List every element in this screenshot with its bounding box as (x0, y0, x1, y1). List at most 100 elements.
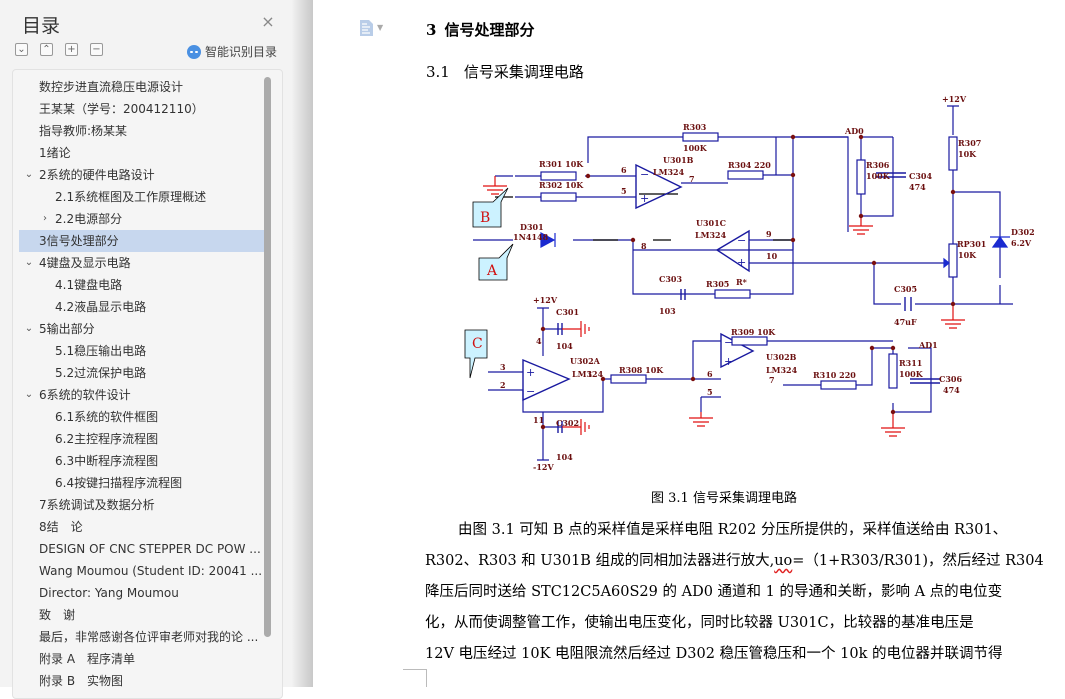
callout-c: C (464, 329, 488, 379)
toc-item[interactable]: 数控步进直流稳压电源设计 (19, 76, 265, 98)
callout-label-a: A (486, 263, 498, 279)
label-r311-value: 100K (899, 369, 924, 379)
pin-8: 8 (641, 241, 647, 251)
chevron-down-icon[interactable]: ⌄ (24, 389, 34, 400)
resistor-r306 (856, 159, 866, 195)
toc-item-label: 2.2电源部分 (55, 212, 123, 226)
resistor-r303 (682, 132, 719, 142)
toc-item[interactable]: ⌄2系统的硬件电路设计 (19, 164, 265, 186)
ground-c301 (562, 321, 590, 337)
toc-item-label: 6.3中断程序流程图 (55, 454, 159, 468)
body-line: R302、R303 和 U301B 组成的同相加法器进行放大,uo=（1+R30… (425, 546, 1065, 577)
body-text-run: 12V 电压经过 10K 电阻限流然后经过 D302 稳压管稳压和一个 10k … (425, 646, 1003, 662)
body-line: 化，从而使调整管工作，使输出电压变化，同时比较器 U301C，比较器的基准电压是 (425, 608, 1065, 639)
toc-item[interactable]: › 2.2电源部分 (19, 208, 265, 230)
opamp-u301b (635, 163, 683, 210)
capacitor-c303 (680, 289, 686, 300)
toc-item-label: 最后，非常感谢各位评审老师对我的论 ... (39, 630, 259, 644)
toc-item[interactable]: Director: Yang Moumou (19, 582, 265, 604)
toc-item[interactable]: DESIGN OF CNC STEPPER DC POW ... (19, 538, 265, 560)
toc-item[interactable]: 王某某（学号：200412110） (19, 98, 265, 120)
toc-item-label: Wang Moumou (Student ID: 20041 ... (39, 564, 263, 578)
junctions (540, 134, 956, 430)
toc-item[interactable]: 7系统调试及数据分析 (19, 494, 265, 516)
toc-item-label: 王某某（学号：200412110） (39, 102, 204, 116)
chevron-right-icon[interactable]: › (43, 213, 47, 224)
pin-3: 3 (500, 362, 506, 372)
toc-item[interactable]: 5.2过流保护电路 (19, 362, 265, 384)
toc-item-label: 指导教师:杨某某 (39, 124, 128, 138)
toc-item-label: 4.2液晶显示电路 (55, 300, 147, 314)
chevron-down-icon[interactable]: ▼ (377, 23, 384, 32)
label-c302-value: 104 (556, 452, 573, 462)
svg-text:−: − (724, 336, 733, 349)
toc-item[interactable]: 1绪论 (19, 142, 265, 164)
toc-item[interactable]: 2.1系统框图及工作原理概述 (19, 186, 265, 208)
toc-item[interactable]: 5.1稳压输出电路 (19, 340, 265, 362)
heading-1-number: 3 (426, 21, 437, 39)
label-d301-value: 1N4148 (513, 232, 549, 242)
collapse-all-button[interactable]: − (90, 43, 103, 56)
toc-item[interactable]: 6.4按键扫描程序流程图 (19, 472, 265, 494)
smart-toc-button[interactable]: 智能识别目录 (187, 43, 277, 60)
pin-6b: 6 (707, 369, 713, 379)
body-text-run: 降压后同时送给 STC12C5A60S29 的 AD0 通道和 1 的导通和关断… (425, 584, 1003, 600)
toc-item[interactable]: 3信号处理部分 (19, 230, 265, 252)
paragraph-layout-icon[interactable] (360, 20, 373, 36)
body-text-run: R302、R303 和 U301B 组成的同相加法器进行放大, (425, 553, 775, 569)
toc-item[interactable]: 指导教师:杨某某 (19, 120, 265, 142)
resistor-r302 (540, 192, 577, 202)
toc-item[interactable]: ⌄4键盘及显示电路 (19, 252, 265, 274)
toc-item-label: 数控步进直流稳压电源设计 (39, 80, 184, 94)
toc-item-label: 5.2过流保护电路 (55, 366, 147, 380)
toc-item[interactable]: 6.1系统的软件框图 (19, 406, 265, 428)
toc-item-label: DESIGN OF CNC STEPPER DC POW ... (39, 542, 261, 556)
diode-d302 (990, 235, 1010, 248)
collapse-up-button[interactable]: ⌃ (40, 43, 53, 56)
expand-all-button[interactable]: + (65, 43, 78, 56)
toc-item[interactable]: 附录 B 实物图 (19, 670, 265, 692)
diode-d301 (540, 231, 556, 249)
label-u302b-part: LM324 (766, 365, 798, 375)
label-r306-value: 100K (866, 171, 891, 181)
page-corner-mark-vertical (426, 669, 427, 687)
toc-item-label: 4.1键盘电路 (55, 278, 123, 292)
svg-text:+: + (737, 256, 746, 269)
toc-item[interactable]: 8结 论 (19, 516, 265, 538)
label-c306: C306 (939, 374, 963, 384)
toc-item[interactable]: 附录 A 程序清单 (19, 648, 265, 670)
smart-toc-label: 智能识别目录 (205, 45, 278, 59)
toc-item[interactable]: 致 谢 (19, 604, 265, 626)
label-r301: R301 10K (539, 159, 584, 169)
toc-item[interactable]: 4.2液晶显示电路 (19, 296, 265, 318)
chevron-down-icon[interactable]: ⌄ (24, 169, 34, 180)
toc-item[interactable]: 6.3中断程序流程图 (19, 450, 265, 472)
ground-3 (941, 304, 965, 329)
resistor-r308 (610, 374, 647, 384)
label-r303: R303 (683, 122, 707, 132)
toc-item[interactable]: 6.2主控程序流程图 (19, 428, 265, 450)
toc-list: 数控步进直流稳压电源设计王某某（学号：200412110） 指导教师:杨某某 1绪论… (19, 76, 265, 692)
label-u301c-part: LM324 (695, 230, 727, 240)
close-icon[interactable]: × (261, 12, 275, 31)
toc-item-label: Director: Yang Moumou (39, 586, 179, 600)
toc-item[interactable]: Wang Moumou (Student ID: 20041 ... (19, 560, 265, 582)
ground-4 (689, 412, 713, 427)
label-ad0: AD0 (844, 126, 864, 136)
toc-item[interactable]: ⌄5输出部分 (19, 318, 265, 340)
body-text-run: =（1+R303/R301)，然后经过 R304 (792, 553, 1044, 569)
toc-scrollbar[interactable] (264, 77, 271, 637)
pin-5b: 5 (707, 387, 713, 397)
opamp-u302a (522, 358, 571, 402)
toc-item[interactable]: 最后，非常感谢各位评审老师对我的论 ... (19, 626, 265, 648)
chevron-down-icon[interactable]: ⌄ (24, 323, 34, 334)
toc-item[interactable]: 4.1键盘电路 (19, 274, 265, 296)
toc-item[interactable]: ⌄6系统的软件设计 (19, 384, 265, 406)
expand-down-button[interactable]: ⌄ (15, 43, 28, 56)
toc-item-label: 附录 B 实物图 (39, 674, 124, 688)
toc-sidebar: 目录 × ⌄ ⌃ + − 智能识别目录 数控步进直流稳压电源设计王某某（学号：2… (0, 0, 292, 699)
resistor-r311 (888, 353, 898, 389)
toc-item-label: 6.2主控程序流程图 (55, 432, 159, 446)
heading-2-number: 3.1 (426, 63, 450, 81)
chevron-down-icon[interactable]: ⌄ (24, 257, 34, 268)
